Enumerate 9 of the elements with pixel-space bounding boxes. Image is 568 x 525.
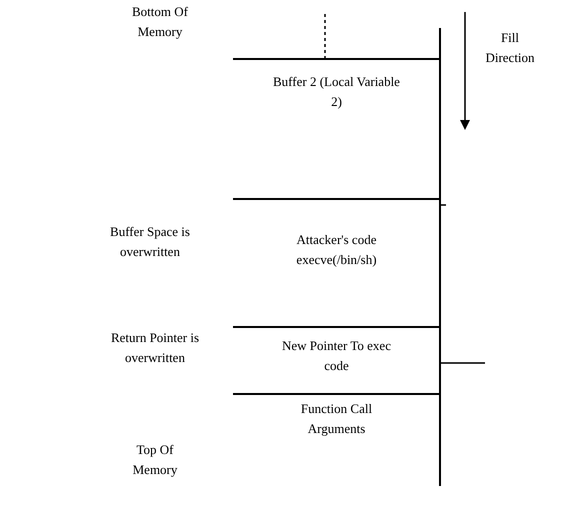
region-text: Function Call Arguments [300,400,374,438]
memory-label: Bottom Of Memory [131,3,189,41]
memory-label: Top Of Memory [132,441,178,479]
region-text: New Pointer To exec code [281,337,392,375]
side-label: Buffer Space is overwritten [110,223,190,261]
direction-label: Fill Direction [484,29,536,67]
region-text: Buffer 2 (Local Variable 2) [273,73,400,111]
side-label: Return Pointer is overwritten [110,329,200,367]
region-text: Attacker's code execve(/bin/sh) [295,231,378,269]
